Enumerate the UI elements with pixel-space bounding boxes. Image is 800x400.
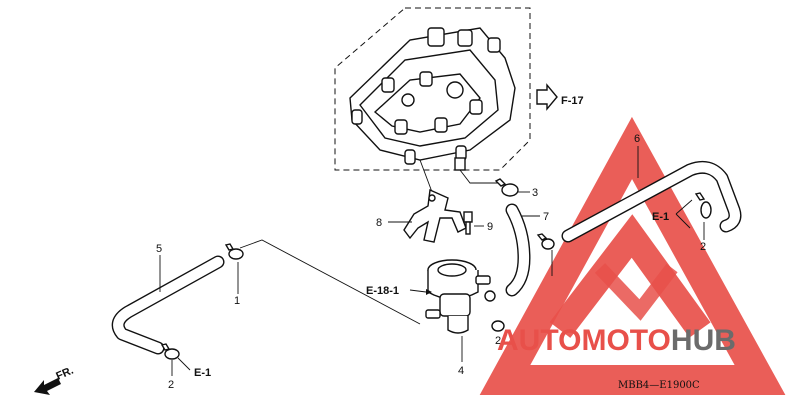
ref-front: FR. <box>54 365 75 383</box>
hose-clamp-1 <box>224 243 244 260</box>
leader-line <box>177 357 191 371</box>
hose-6 <box>561 160 742 243</box>
arrow-ref-f17 <box>536 83 558 111</box>
callout-4: 4 <box>458 365 464 377</box>
watermark-text-hub: HUB <box>671 324 736 357</box>
hose-clamp-3 <box>494 178 519 197</box>
callout-2-valve: 2 <box>495 335 501 347</box>
ref-e1-bottom: E-1 <box>194 367 211 379</box>
hose-clamp-2-bottom <box>160 343 180 360</box>
bolt-9 <box>463 211 473 235</box>
callout-5: 5 <box>156 243 162 255</box>
callout-6: 6 <box>634 133 640 145</box>
callout-2-bottom: 2 <box>168 379 174 391</box>
watermark-text: AUTOMOTOHUB <box>497 324 736 357</box>
callout-3: 3 <box>532 187 538 199</box>
watermark-logo <box>479 116 786 395</box>
front-arrow-icon <box>34 378 61 395</box>
ref-f17: F-17 <box>561 95 584 107</box>
cylinder-head-cover-outline <box>334 7 531 171</box>
pair-control-valve-4 <box>425 259 496 334</box>
pointer-arrowhead <box>426 289 432 295</box>
hose-5 <box>111 255 225 355</box>
callout-2-right: 2 <box>700 241 706 253</box>
leader-line <box>419 159 433 193</box>
leader-line <box>459 169 500 184</box>
diagram-code: MBB4—E1900C <box>618 380 700 391</box>
hose-clamp-2-right <box>694 192 712 219</box>
ref-e1-right: E-1 <box>652 211 669 223</box>
hose-clamp-2-mid <box>536 233 555 250</box>
hose-clamp-2-valve <box>491 320 505 332</box>
routing-line <box>239 239 421 325</box>
hose-7 <box>505 203 531 297</box>
callout-9: 9 <box>487 221 493 233</box>
leader-line <box>409 289 427 293</box>
callout-7: 7 <box>543 211 549 223</box>
bracket-8 <box>403 188 467 243</box>
watermark-text-automoto: AUTOMOTO <box>497 324 671 357</box>
ref-e18-1: E-18-1 <box>366 285 399 297</box>
callout-8: 8 <box>376 217 382 229</box>
leader-line <box>675 199 693 229</box>
callout-1: 1 <box>234 295 240 307</box>
